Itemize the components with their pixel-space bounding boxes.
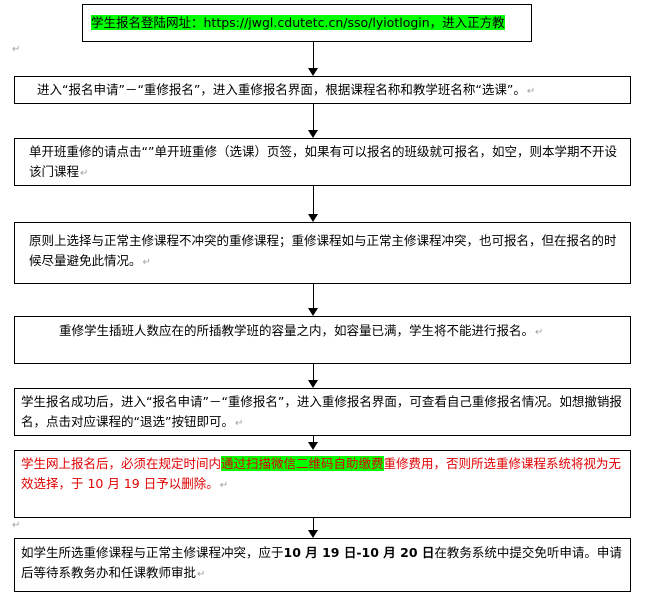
exemption-text-2: 在教务系统中提交免听申请。申请后等待系教务办和任课教师审批 bbox=[21, 545, 622, 580]
step-box-view-withdraw: 学生报名成功后，进入“报名申请”－“重修报名”，进入重修报名界面，可查看自己重修… bbox=[14, 388, 631, 436]
single-class-text: 单开班重修的请点击“”单开班重修（选课）页签，如果有可以报名的班级就可报名，如空… bbox=[29, 144, 617, 179]
return-mark: ↵ bbox=[535, 327, 544, 338]
step-box-select-course: 进入“报名申请”－“重修报名”，进入重修报名界面，根据课程名称和教学班名称“选课… bbox=[14, 76, 631, 104]
payment-highlight: 通过扫描微信二维码自助缴费 bbox=[221, 456, 384, 471]
payment-warning-text: 学生网上报名后，必须在规定时间内 bbox=[21, 456, 222, 471]
return-mark: ↵ bbox=[219, 480, 229, 491]
step-box-payment-warning: 学生网上报名后，必须在规定时间内通过扫描微信二维码自助缴费重修费用，否则所选重修… bbox=[14, 450, 631, 518]
view-withdraw-text: 学生报名成功后，进入“报名申请”－“重修报名”，进入重修报名界面，可查看自己重修… bbox=[21, 394, 622, 429]
select-course-text: 进入“报名申请”－“重修报名”，进入重修报名界面，根据课程名称和教学班名称“选课… bbox=[37, 82, 526, 97]
step-box-capacity: 重修学生插班人数应在的所插教学班的容量之内，如容量已满，学生将不能进行报名。↵ bbox=[14, 316, 631, 364]
login-url-text: 学生报名登陆网址：https://jwgl.cdutetc.cn/sso/lyi… bbox=[91, 15, 505, 30]
return-mark: ↵ bbox=[526, 86, 536, 97]
flow-arrow bbox=[307, 42, 319, 76]
flow-arrow bbox=[307, 436, 319, 450]
return-mark: ↵ bbox=[12, 520, 21, 531]
return-mark: ↵ bbox=[12, 44, 21, 55]
step-box-single-class: 单开班重修的请点击“”单开班重修（选课）页签，如果有可以报名的班级就可报名，如空… bbox=[14, 138, 631, 186]
flow-arrow bbox=[307, 364, 319, 388]
return-mark: ↵ bbox=[80, 168, 89, 179]
flow-arrow bbox=[307, 104, 319, 138]
step-box-conflict-rule: 原则上选择与正常主修课程不冲突的重修课程；重修课程如与正常主修课程冲突，也可报名… bbox=[14, 222, 631, 284]
return-mark: ↵ bbox=[197, 569, 206, 580]
flow-arrow bbox=[307, 186, 319, 222]
flow-arrow bbox=[307, 284, 319, 316]
return-mark: ↵ bbox=[234, 418, 244, 429]
step-box-login-url: 学生报名登陆网址：https://jwgl.cdutetc.cn/sso/lyi… bbox=[82, 4, 532, 42]
payment-warning-text-2: 重修费用，否则所选重修课程系统将视为无效选择，于 10 月 19 日予以删除。 bbox=[21, 456, 622, 491]
exemption-text: 如学生所选重修课程与正常主修课程冲突，应于 bbox=[21, 545, 284, 560]
capacity-text: 重修学生插班人数应在的所插教学班的容量之内，如容量已满，学生将不能进行报名。 bbox=[59, 323, 535, 338]
flow-arrow bbox=[307, 518, 319, 538]
conflict-rule-text: 原则上选择与正常主修课程不冲突的重修课程；重修课程如与正常主修课程冲突，也可报名… bbox=[29, 233, 617, 268]
step-box-exemption-request: 如学生所选重修课程与正常主修课程冲突，应于10 月 19 日-10 月 20 日… bbox=[14, 538, 631, 592]
return-mark: ↵ bbox=[142, 257, 151, 268]
exemption-date-range: 10 月 19 日-10 月 20 日 bbox=[283, 545, 435, 560]
